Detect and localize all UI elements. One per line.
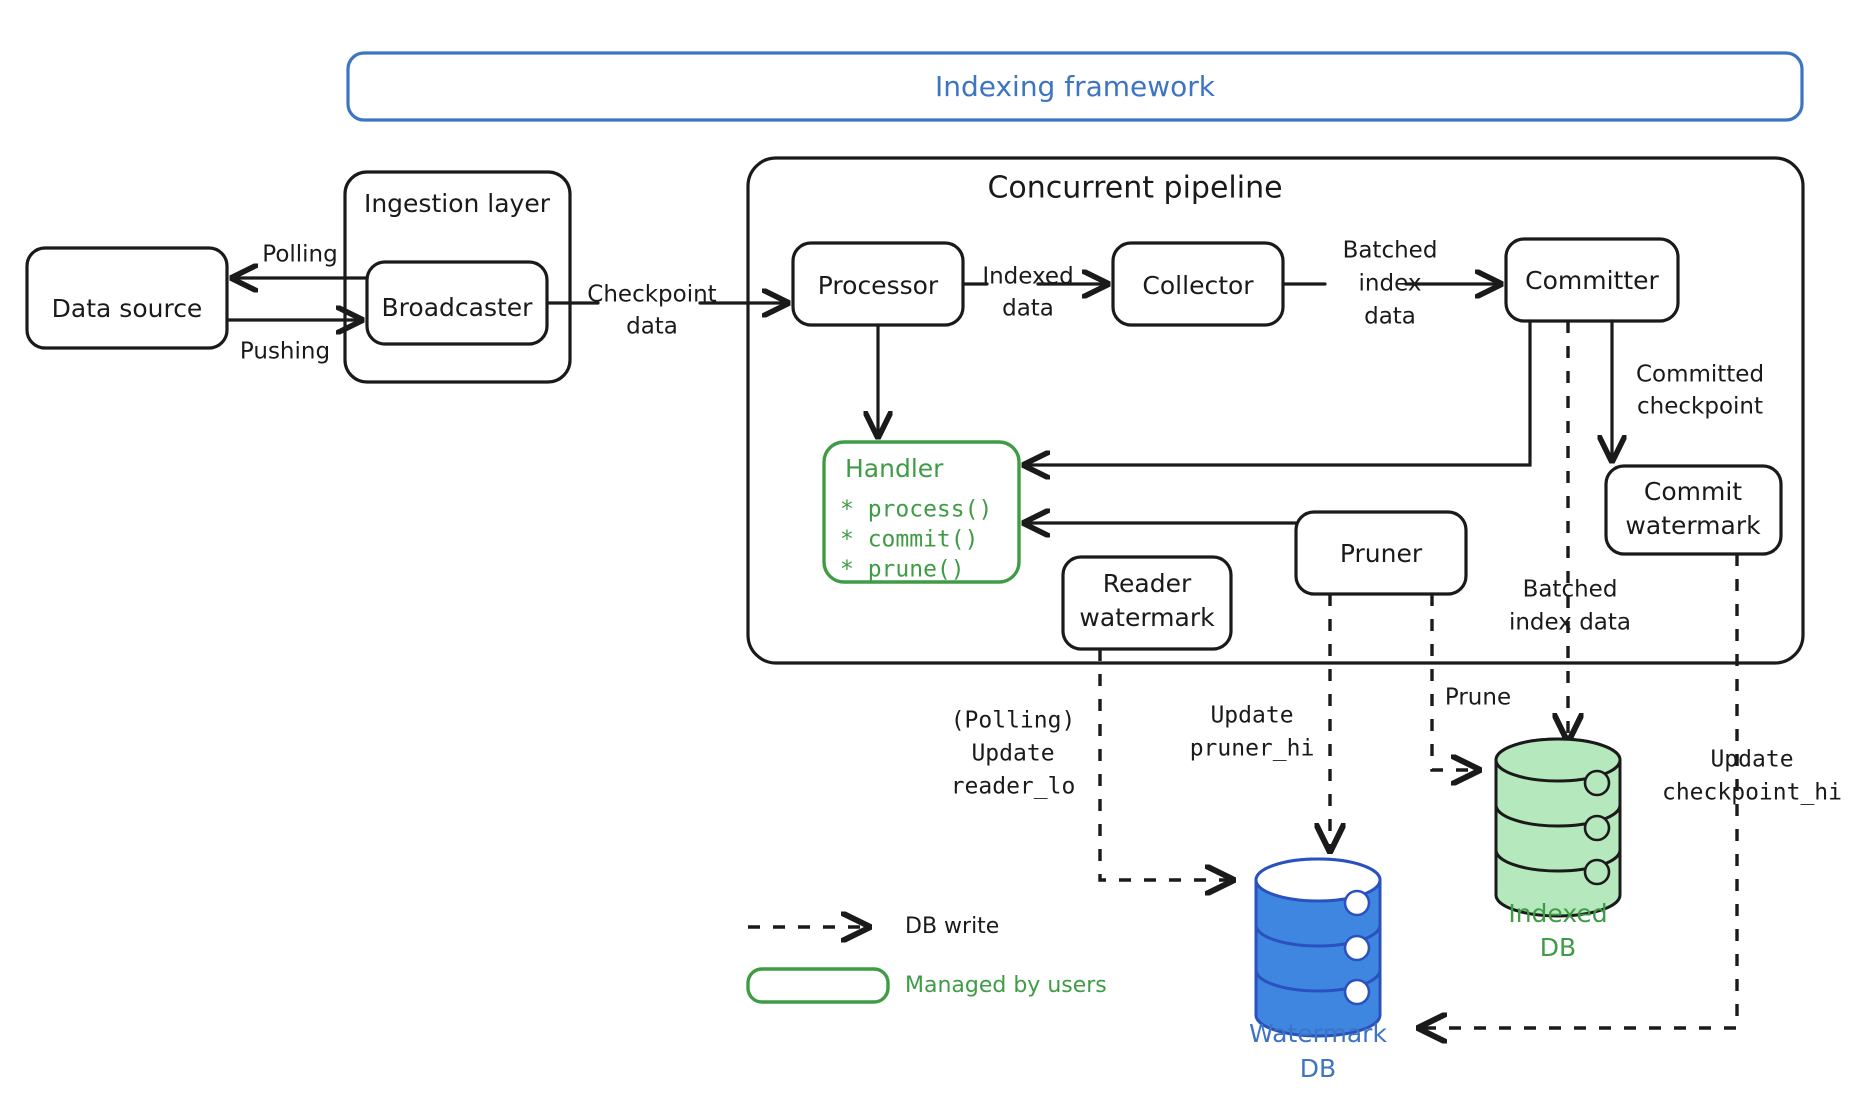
handler-method-process: * process() — [840, 497, 992, 523]
legend-db-write-label: DB write — [905, 914, 999, 939]
data-source-label: Data source — [52, 294, 203, 323]
edge-label-update-reader-line1: Update — [971, 741, 1054, 767]
handler-box[interactable] — [822, 440, 1021, 584]
edge-label-batched2-line1: Batched — [1523, 577, 1618, 603]
legend-green-box-sample — [746, 967, 890, 1004]
watermark-db-cylinder[interactable] — [1254, 857, 1382, 1038]
reader-watermark-label-line1: Reader — [1103, 569, 1192, 598]
commit-watermark-box[interactable] — [1604, 464, 1783, 556]
edge-committer-to-handler — [1025, 319, 1532, 465]
indexed-db-label-line2: DB — [1540, 933, 1576, 962]
edge-label-update-pruner-line1: Update — [1210, 703, 1293, 729]
framework-title: Indexing framework — [935, 70, 1216, 103]
processor-label: Processor — [818, 271, 939, 300]
edge-label-polling: Polling — [262, 242, 337, 268]
handler-method-prune: * prune() — [840, 557, 965, 583]
edge-label-batched-line2: index — [1359, 271, 1422, 297]
data-source-box[interactable] — [25, 246, 229, 350]
edge-label-indexed-line1: Indexed — [982, 264, 1073, 290]
edge-label-batched-line1: Batched — [1343, 238, 1438, 264]
edge-label-batched-line3: data — [1364, 304, 1416, 330]
edge-label-committed-line1: Committed — [1636, 362, 1764, 388]
handler-title: Handler — [845, 454, 944, 483]
pipeline-title: Concurrent pipeline — [987, 171, 1282, 206]
edge-label-update-reader-line2: reader_lo — [951, 774, 1076, 800]
indexed-db-label-line1: Indexed — [1508, 899, 1607, 928]
edge-pruner-prune-indexed-db — [1430, 594, 1478, 770]
edge-reader-watermark-db-write — [1098, 649, 1232, 880]
commit-watermark-label-line1: Commit — [1644, 477, 1742, 506]
edge-commit-watermark-db-write — [1420, 554, 1739, 1028]
reader-watermark-label-line2: watermark — [1079, 603, 1215, 632]
ingestion-layer-title: Ingestion layer — [364, 189, 551, 218]
watermark-db-label-line2: DB — [1300, 1054, 1336, 1083]
edge-label-checkpoint-line2: data — [626, 314, 678, 340]
legend-managed-by-users-label: Managed by users — [905, 973, 1107, 998]
edge-label-committed-line2: checkpoint — [1637, 394, 1763, 420]
pruner-label: Pruner — [1340, 539, 1423, 568]
edge-label-indexed-line2: data — [1002, 296, 1054, 322]
edge-label-checkpoint-line1: Checkpoint — [587, 282, 716, 308]
edge-label-update-pruner-line2: pruner_hi — [1190, 736, 1315, 762]
edge-label-update-checkpoint-line1: Update — [1710, 747, 1793, 773]
edge-label-update-checkpoint-line2: checkpoint_hi — [1662, 780, 1842, 806]
indexed-db-cylinder[interactable] — [1494, 737, 1622, 918]
reader-watermark-box[interactable] — [1061, 555, 1233, 651]
handler-method-commit: * commit() — [840, 527, 978, 553]
committer-box[interactable] — [1504, 237, 1680, 323]
watermark-db-label-line1: Watermark — [1249, 1019, 1387, 1048]
collector-label: Collector — [1142, 271, 1254, 300]
commit-watermark-label-line2: watermark — [1625, 511, 1761, 540]
edge-label-batched2-line2: index data — [1509, 610, 1631, 636]
framework-group-box — [346, 51, 1804, 122]
edge-label-pushing: Pushing — [240, 339, 330, 365]
pruner-box[interactable] — [1294, 510, 1468, 596]
edge-label-polling-paren: (Polling) — [951, 708, 1076, 734]
committer-label: Committer — [1525, 266, 1659, 295]
broadcaster-label: Broadcaster — [382, 293, 534, 322]
edge-label-prune: Prune — [1445, 685, 1511, 711]
